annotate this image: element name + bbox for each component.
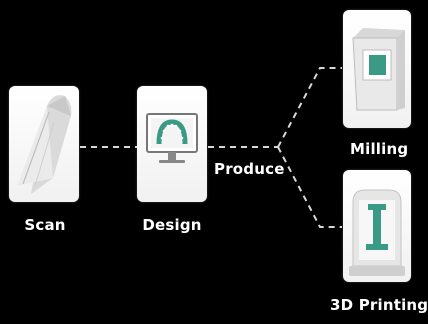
node-printing (343, 170, 411, 282)
3d-printer-icon (349, 189, 405, 276)
scanner-wand-icon (17, 95, 72, 194)
node-scan-label: Scan (24, 216, 66, 234)
node-milling-label: Milling (350, 140, 409, 158)
edge-produce-to-printing (277, 146, 342, 228)
connector-lines (80, 67, 342, 228)
node-scan (9, 86, 79, 202)
node-milling (343, 10, 411, 128)
monitor-dental-arch-icon (146, 113, 198, 163)
milling-machine-icon (352, 28, 405, 111)
edge-produce-to-milling (277, 67, 342, 148)
workflow-diagram: Scan Design Produce Milling (9, 10, 428, 314)
node-design (137, 86, 207, 202)
node-printing-label: 3D Printing (330, 296, 428, 314)
produce-label: Produce (214, 160, 285, 178)
node-design-label: Design (142, 216, 202, 234)
